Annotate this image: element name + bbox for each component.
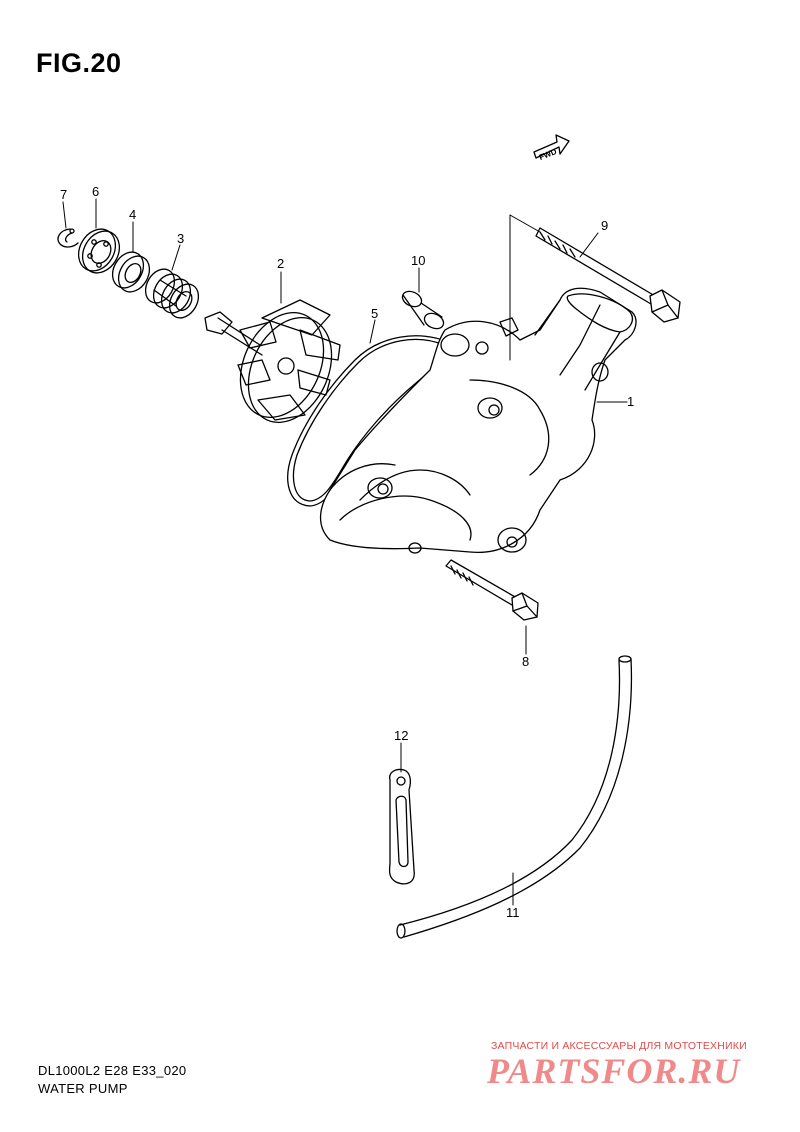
callout-4: 4: [129, 207, 136, 222]
figure-title: FIG.20: [36, 48, 122, 78]
watermark-tagline: ЗАПЧАСТИ И АКСЕССУАРЫ ДЛЯ МОТОТЕХНИКИ: [491, 1040, 747, 1052]
model-code: DL1000L2 E28 E33_020: [38, 1063, 187, 1078]
hose-part: [396, 655, 633, 939]
circlip-part: [57, 228, 79, 248]
callout-9: 9: [601, 218, 608, 233]
callout-10: 10: [411, 253, 425, 268]
callout-8: 8: [522, 654, 529, 669]
callout-6: 6: [92, 184, 99, 199]
watermark-brand: PARTSFOR.RU: [487, 1051, 741, 1091]
callout-3: 3: [177, 231, 184, 246]
impeller-part: [204, 299, 341, 424]
section-name: WATER PUMP: [38, 1081, 128, 1096]
oil-seal-part: [111, 251, 151, 293]
mechanical-seal-part: [144, 268, 200, 319]
callout-1: 1: [627, 394, 634, 409]
callout-2: 2: [277, 256, 284, 271]
callout-labels: 1 2 3 4 5 6 7 8 9 10 11 12: [60, 184, 634, 920]
short-bolt-part: [445, 559, 539, 621]
long-bolt-part: [535, 227, 681, 323]
callout-11: 11: [506, 905, 520, 920]
forward-arrow-icon: FWD: [533, 134, 570, 162]
callout-7: 7: [60, 187, 67, 202]
hose-clamp-part: [388, 768, 415, 885]
callout-12: 12: [394, 728, 408, 743]
dowel-pin-part: [401, 290, 445, 330]
callout-5: 5: [371, 306, 378, 321]
water-pump-body-part: [319, 287, 637, 554]
bearing-part: [77, 228, 121, 274]
